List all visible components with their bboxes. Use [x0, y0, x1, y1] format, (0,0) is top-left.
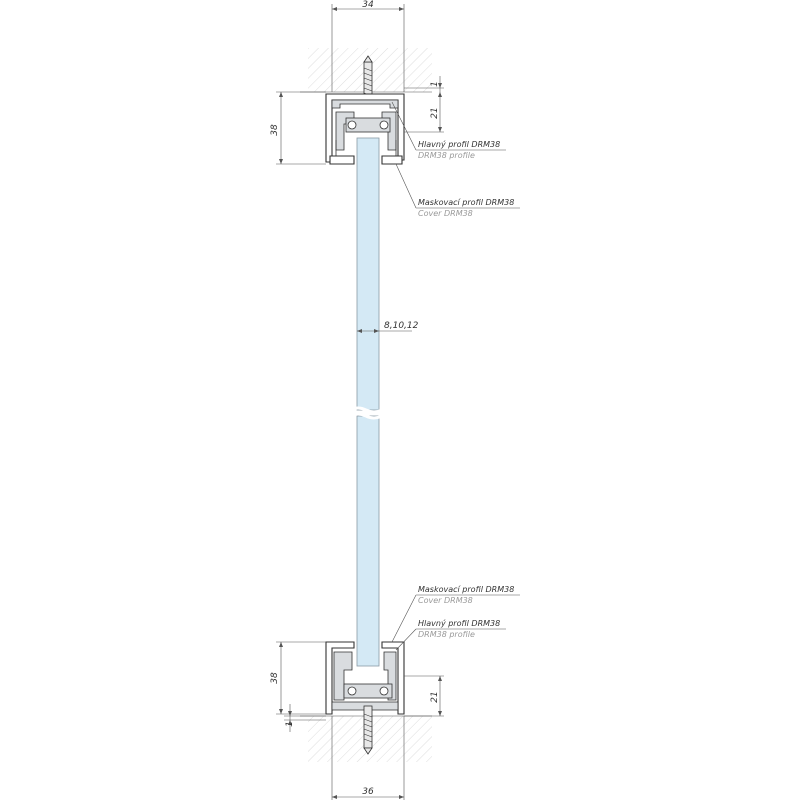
callout-top-main-profile: Hlavný profil DRM38 DRM38 profile: [391, 101, 506, 160]
dim-bottom-gap-value: 1: [285, 721, 295, 727]
dim-bottom-depth-value: 21: [430, 691, 440, 702]
label-top-cover-profile-cz: Maskovací profil DRM38: [418, 198, 514, 207]
dim-glass-thickness-value: 8,10,12: [384, 321, 419, 331]
label-top-main-profile-en: DRM38 profile: [418, 151, 475, 160]
label-top-main-profile-cz: Hlavný profil DRM38: [418, 140, 500, 149]
dim-top-depth: 1 21: [404, 76, 444, 133]
dim-top-depth-value: 21: [430, 107, 440, 118]
label-bottom-main-profile-cz: Hlavný profil DRM38: [418, 619, 500, 628]
dim-top-height: 38: [270, 91, 326, 165]
label-top-cover-profile-en: Cover DRM38: [418, 209, 473, 218]
callout-bottom-cover-profile: Maskovací profil DRM38 Cover DRM38: [391, 585, 520, 643]
dim-bottom-depth: 21: [404, 675, 444, 717]
label-bottom-cover-profile-cz: Maskovací profil DRM38: [418, 585, 514, 594]
dim-top-width: 34: [331, 0, 405, 92]
glass-break-mark: [349, 406, 383, 420]
dim-bottom-width: 36: [331, 716, 405, 800]
bottom-screw: [363, 705, 373, 755]
callout-top-cover-profile: Maskovací profil DRM38 Cover DRM38: [395, 163, 520, 218]
dim-top-gap-value: 1: [430, 81, 440, 87]
dim-top-width-value: 34: [362, 0, 374, 10]
dim-bottom-height-value: 38: [270, 672, 280, 684]
dim-glass-thickness: 8,10,12: [357, 321, 419, 333]
dim-bottom-width-value: 36: [362, 787, 374, 797]
glass-panel-upper: [356, 137, 380, 411]
dim-bottom-height: 38: [270, 641, 326, 715]
top-profile-assembly: [325, 55, 405, 165]
label-bottom-main-profile-en: DRM38 profile: [418, 630, 475, 639]
bottom-profile-assembly: [325, 641, 405, 755]
glass-panel-lower: [356, 415, 380, 667]
callout-bottom-main-profile: Hlavný profil DRM38 DRM38 profile: [395, 619, 506, 651]
label-bottom-cover-profile-en: Cover DRM38: [418, 596, 473, 605]
dim-bottom-gap: 1: [284, 704, 326, 732]
dim-top-height-value: 38: [270, 124, 280, 136]
